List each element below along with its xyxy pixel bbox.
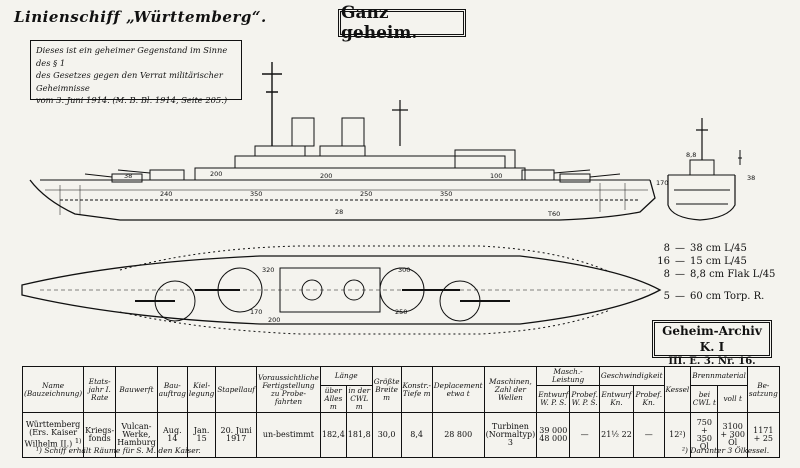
cell-probe: — xyxy=(569,412,600,458)
notice-line: vom 3. Juni 1914. (M. B. Bl. 1914, Seite… xyxy=(36,95,228,105)
col-leistung: Masch.-Leistung xyxy=(536,366,600,386)
cross-section xyxy=(667,118,742,221)
cell-laenge-alles: 182,4 xyxy=(319,412,347,458)
table-header-row: Name (Bauzeichnung) Etats-jahr I. Rate B… xyxy=(21,366,780,413)
dim-label: 320 xyxy=(262,266,274,274)
col-deplacement: Deplacement etwa t xyxy=(431,366,485,413)
cell-etat: Kriegs-fonds xyxy=(83,412,117,458)
armament-calibre: 15 cm L/45 xyxy=(690,256,747,267)
armament-row: 8—38 cm L/45 xyxy=(650,242,800,255)
col-fertig: Voraussichtliche Fertigstellung zu Probe… xyxy=(256,366,321,413)
cell-voll: 3100 + 300 Öl xyxy=(717,412,748,458)
dim-label: 200 xyxy=(320,172,332,180)
armament-row: 8—8,8 cm Flak L/45 xyxy=(650,268,800,281)
col-entwurf: Entwurf W. P. S. xyxy=(536,385,571,413)
spec-table: Name (Bauzeichnung) Etats-jahr I. Rate B… xyxy=(21,366,780,458)
col-laenge: Länge xyxy=(319,366,373,386)
dim-label: 250 xyxy=(360,190,372,198)
dim-label: 170 xyxy=(250,308,262,316)
dim-label: 350 xyxy=(250,190,262,198)
cell-tiefe: 8,4 xyxy=(400,412,433,458)
col-laenge-cwl: in der CWL m xyxy=(345,385,373,413)
col-g-entwurf: Entwurf Kn. xyxy=(598,385,635,413)
dim-label: 100 xyxy=(490,172,502,180)
col-kiel: Kiel-legung xyxy=(186,366,217,413)
dim-label: 240 xyxy=(160,190,172,198)
dim-label: 350 xyxy=(440,190,452,198)
cell-breite: 30,0 xyxy=(371,412,402,458)
dim-label: 8,8 xyxy=(686,151,696,159)
notice-line: Dieses ist ein geheimer Gegenstand im Si… xyxy=(36,45,228,68)
col-breite: Größte Breite m xyxy=(371,366,402,413)
col-etat: Etats-jahr I. Rate xyxy=(83,366,117,413)
cell-name: Württemberg (Ers. Kaiser Wilhelm II.) 1) xyxy=(21,412,85,458)
armament-count: 8 xyxy=(663,243,670,254)
armament-row: 16—15 cm L/45 xyxy=(650,255,800,268)
notice-line: des Gesetzes gegen den Verrat militärisc… xyxy=(36,70,223,93)
col-tiefe: Konstr.-Tiefe m xyxy=(400,366,433,413)
cell-fertig: un-bestimmt xyxy=(256,412,321,458)
cell-laenge-cwl: 181,8 xyxy=(345,412,373,458)
cell-maschinen: Turbinen (Normaltyp) 3 xyxy=(483,412,538,458)
dim-label: 28 xyxy=(335,208,343,216)
col-kessel: Kessel xyxy=(663,366,692,413)
col-besatzung: Be-satzung xyxy=(746,366,780,413)
cell-stapellauf: 20. Juni 1917 xyxy=(215,412,258,458)
secrecy-notice: Dieses ist ein geheimer Gegenstand im Si… xyxy=(30,40,242,105)
dim-label: 200 xyxy=(210,170,222,178)
cell-werft: Vulcan-Werke, Hamburg xyxy=(115,412,158,458)
col-stapellauf: Stapellauf xyxy=(215,366,258,413)
armament-count: 8 xyxy=(663,269,670,280)
table-subheader-row: über Alles m in der CWL m Entwurf W. P. … xyxy=(23,385,780,413)
dim-label: 200 xyxy=(268,316,280,324)
footnote-2: ²) Darunter 3 Ölkessel. xyxy=(682,446,770,455)
table-row: Württemberg (Ers. Kaiser Wilhelm II.) 1)… xyxy=(21,412,780,458)
dim-label: 170 xyxy=(656,179,668,187)
col-laenge-alles: über Alles m xyxy=(319,385,347,413)
armament-calibre: 38 cm L/45 xyxy=(690,243,747,254)
cell-g-probe: — xyxy=(633,412,665,458)
dim-label: 300 xyxy=(398,266,410,274)
col-brenn: Brennmaterial xyxy=(690,366,748,386)
col-name: Name (Bauzeichnung) xyxy=(21,366,85,413)
cell-besatzung: 1171 + 25 xyxy=(746,412,780,458)
col-werft: Bauwerft xyxy=(115,366,158,413)
page-title: Linienschiff „Württemberg“. xyxy=(14,8,267,26)
dim-label: T60 xyxy=(547,210,560,218)
cell-kessel: 12²) xyxy=(663,412,692,458)
armament-count: 16 xyxy=(657,256,670,267)
archive-stamp: Geheim-Archiv K. I III. E. 3. Nr. 16. xyxy=(652,320,772,367)
col-g-probe: Probef. Kn. xyxy=(633,385,665,413)
cell-deplacement: 28 800 xyxy=(431,412,485,458)
torpedo-count: 5 xyxy=(663,291,670,302)
dim-label: 38 xyxy=(124,172,132,180)
cell-bei-cwl: 750 + 350 Öl xyxy=(690,412,719,458)
torpedo-calibre: 60 cm Torp. R. xyxy=(690,291,765,302)
cell-g-entwurf: 21½ 22 xyxy=(598,412,635,458)
footnote-1: ¹) Schiff erhält Räume für S. M. den Kai… xyxy=(36,446,201,455)
armament-calibre: 8,8 cm Flak L/45 xyxy=(690,269,776,280)
side-elevation xyxy=(29,62,656,221)
cell-kiel: Jan. 15 xyxy=(186,412,217,458)
dim-label: 250 xyxy=(395,308,407,316)
dimension-labels: 38 350 240 200 200 250 350 100 28 T60 8,… xyxy=(124,151,755,324)
col-geschw: Geschwindigkeit xyxy=(598,366,665,386)
archive-line-2: III. E. 3. Nr. 16. xyxy=(668,356,756,367)
col-maschinen: Maschinen, Zahl der Wellen xyxy=(483,366,538,413)
plan-view xyxy=(21,245,662,335)
col-bei-cwl: bei CWL t xyxy=(690,385,719,413)
torpedo-row: 5—60 cm Torp. R. xyxy=(650,290,800,303)
cell-entwurf: 39 000 48 000 xyxy=(536,412,571,458)
archive-line-1: Geheim-Archiv K. I xyxy=(662,324,762,354)
col-probe: Probef. W. P. S. xyxy=(569,385,600,413)
col-voll: voll t xyxy=(717,385,748,413)
col-auftrag: Bau-auftrag xyxy=(156,366,188,413)
cell-auftrag: Aug. 14 xyxy=(156,412,188,458)
dim-label: 38 xyxy=(747,174,755,182)
armament-list: 8—38 cm L/45 16—15 cm L/45 8—8,8 cm Flak… xyxy=(650,242,800,303)
